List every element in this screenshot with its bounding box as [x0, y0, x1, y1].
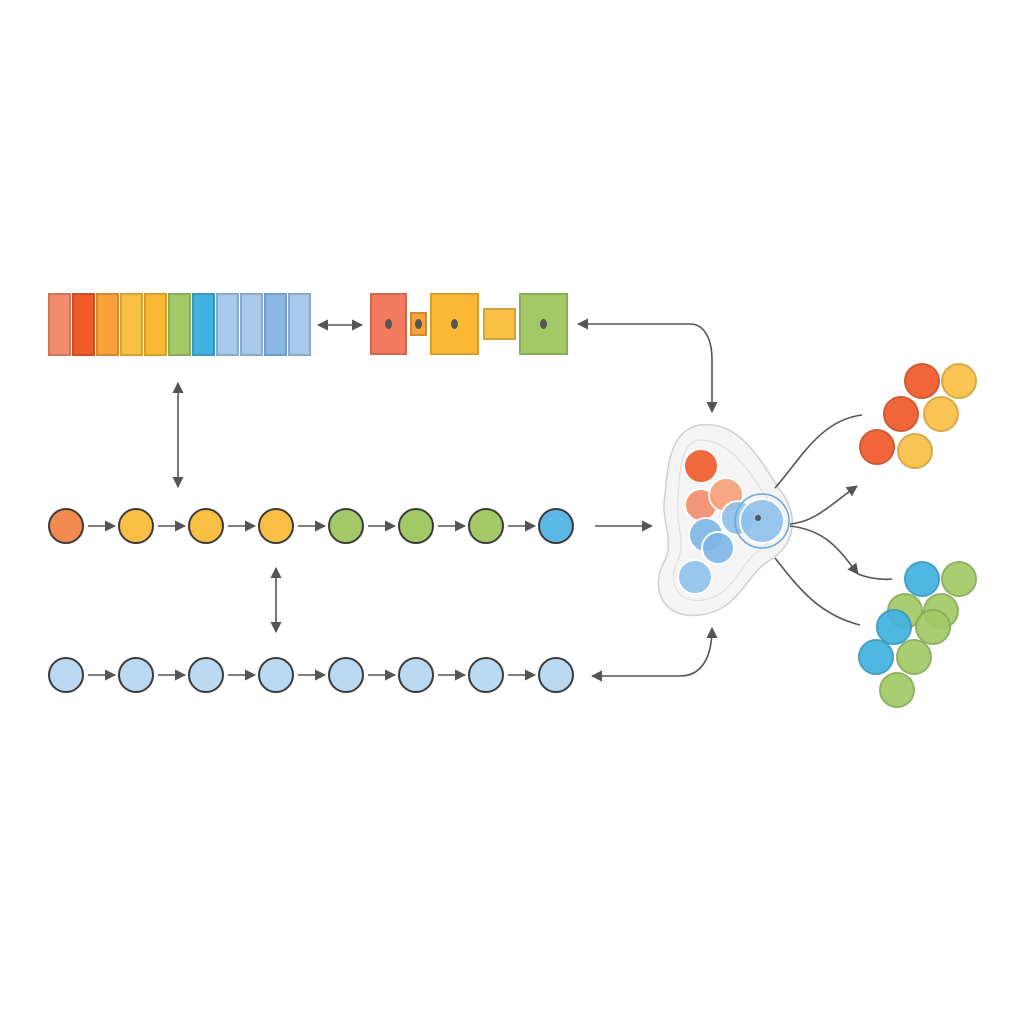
token-box — [483, 308, 516, 340]
strip-cell — [288, 293, 311, 356]
sequence-node — [468, 508, 504, 544]
sequence-node — [258, 508, 294, 544]
cluster-node — [858, 639, 894, 675]
strip-cell — [240, 293, 263, 356]
hub-node — [701, 531, 735, 565]
strip-cell — [216, 293, 239, 356]
token-hole — [385, 319, 392, 329]
strip-cell — [48, 293, 71, 356]
curved-arrow-icon — [857, 573, 893, 581]
hub-inner-outline — [673, 439, 776, 601]
hub-node — [683, 448, 719, 484]
strip-cell — [72, 293, 95, 356]
curved-arrow-icon — [590, 626, 718, 682]
curved-arrow-icon — [789, 525, 859, 575]
sequence-node — [118, 508, 154, 544]
hub-node-dot — [755, 515, 761, 521]
cluster-node — [859, 429, 895, 465]
cluster-node — [923, 396, 959, 432]
cluster-node — [941, 363, 977, 399]
connectors — [172, 318, 893, 682]
sequence-node — [328, 508, 364, 544]
cluster-node — [904, 363, 940, 399]
cluster-node — [896, 639, 932, 675]
strip-cell — [144, 293, 167, 356]
sequence-row-colored — [48, 508, 574, 544]
token-hole — [415, 319, 422, 329]
sequence-node — [398, 508, 434, 544]
color-strip — [48, 293, 311, 356]
cluster-cool — [858, 561, 977, 708]
hub-node — [739, 498, 785, 544]
sequence-node — [188, 508, 224, 544]
sequence-node — [188, 657, 224, 693]
strip-cell — [120, 293, 143, 356]
sequence-node — [328, 657, 364, 693]
sequence-row-blue — [48, 657, 574, 693]
strip-cell — [264, 293, 287, 356]
sequence-node — [258, 657, 294, 693]
curved-arrow-icon — [789, 485, 858, 525]
cluster-node — [915, 609, 951, 645]
curved-arrow-icon — [774, 414, 863, 489]
sequence-node — [48, 657, 84, 693]
cluster-node — [941, 561, 977, 597]
sequence-node — [118, 657, 154, 693]
sequence-node — [398, 657, 434, 693]
cluster-warm — [859, 363, 977, 469]
hub-node-ring — [734, 493, 790, 549]
token-boxes — [370, 293, 568, 355]
sequence-node — [468, 657, 504, 693]
cluster-node — [883, 396, 919, 432]
token-hole — [540, 319, 547, 329]
sequence-node — [538, 508, 574, 544]
strip-cell — [192, 293, 215, 356]
hub-nodes — [677, 448, 790, 595]
sequence-node — [48, 508, 84, 544]
hub-node — [677, 559, 713, 595]
cluster-node — [897, 433, 933, 469]
cluster-node — [876, 609, 912, 645]
token-hole — [451, 319, 458, 329]
cluster-node — [904, 561, 940, 597]
sequence-node — [538, 657, 574, 693]
strip-cell — [168, 293, 191, 356]
curved-arrow-icon — [576, 318, 718, 414]
curved-arrow-icon — [774, 557, 861, 626]
strip-cell — [96, 293, 119, 356]
token-box — [370, 293, 407, 355]
cluster-node — [879, 672, 915, 708]
